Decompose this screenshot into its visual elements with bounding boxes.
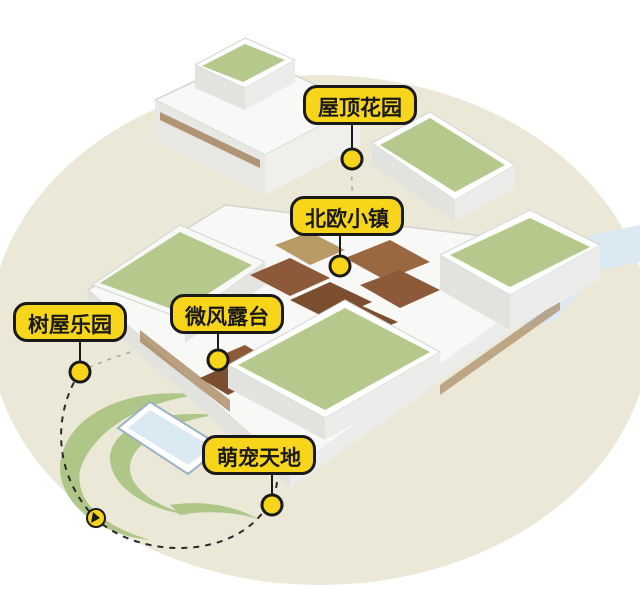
route-direction-marker	[86, 508, 106, 528]
marker-nordic-town[interactable]	[328, 232, 352, 278]
label-nordic-town: 北欧小镇	[290, 196, 404, 236]
right-building	[438, 209, 602, 330]
marker-pet-world[interactable]	[260, 474, 284, 517]
upper-right-building	[371, 111, 516, 222]
label-breeze-terrace: 微风露台	[170, 294, 284, 334]
label-pet-world: 萌宠天地	[202, 435, 316, 475]
marker-treehouse-park[interactable]	[68, 342, 92, 384]
central-building	[226, 299, 442, 440]
label-treehouse-park: 树屋乐园	[13, 302, 127, 342]
top-building	[153, 37, 362, 195]
marker-rooftop-garden[interactable]	[340, 120, 364, 171]
label-rooftop-garden: 屋顶花园	[303, 85, 417, 125]
marker-breeze-terrace[interactable]	[206, 332, 230, 372]
